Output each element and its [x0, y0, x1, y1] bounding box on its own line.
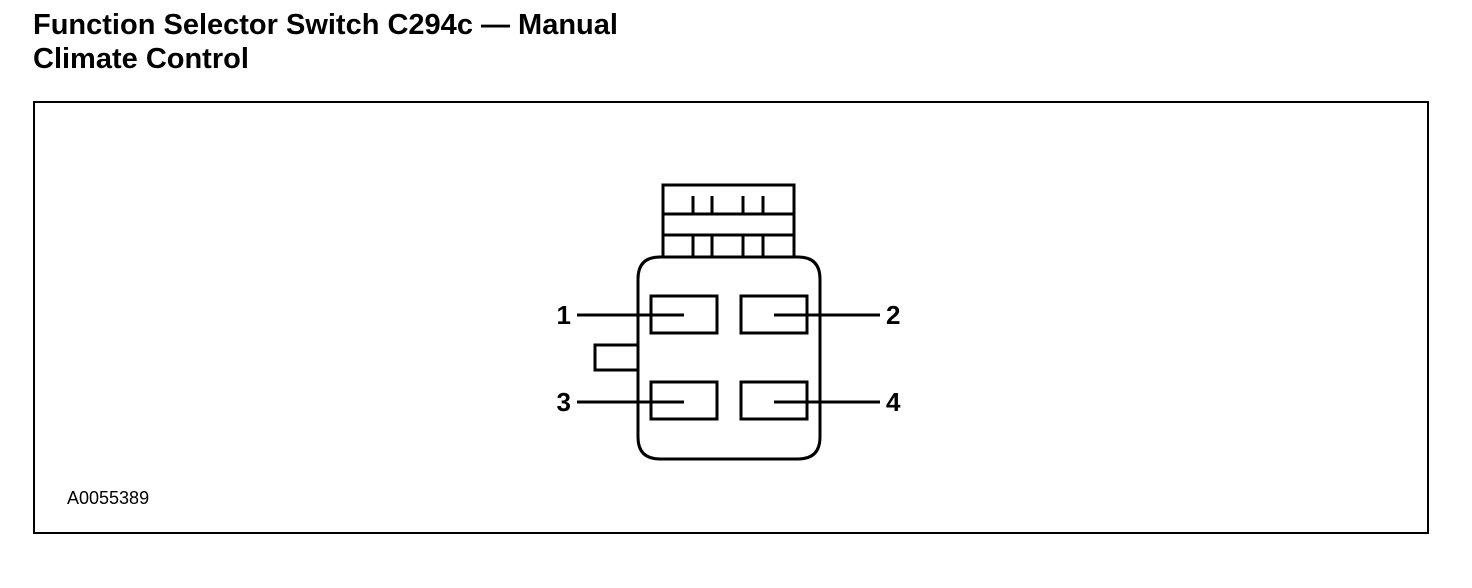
connector-latch [661, 183, 796, 259]
pin-label-1: 1 [557, 300, 571, 330]
pin-label-4: 4 [886, 387, 901, 417]
title-line-2: Climate Control [33, 43, 249, 75]
connector-key-tab [593, 343, 638, 372]
page-title: Function Selector Switch C294c — Manual … [33, 8, 618, 76]
figure-id: A0055389 [67, 488, 150, 508]
connector-figure-frame: A0055389 [33, 101, 1429, 534]
title-line-1: Function Selector Switch C294c — Manual [33, 9, 618, 41]
pin-label-2: 2 [886, 300, 900, 330]
pin-label-3: 3 [557, 387, 571, 417]
connector-housing [636, 255, 822, 461]
